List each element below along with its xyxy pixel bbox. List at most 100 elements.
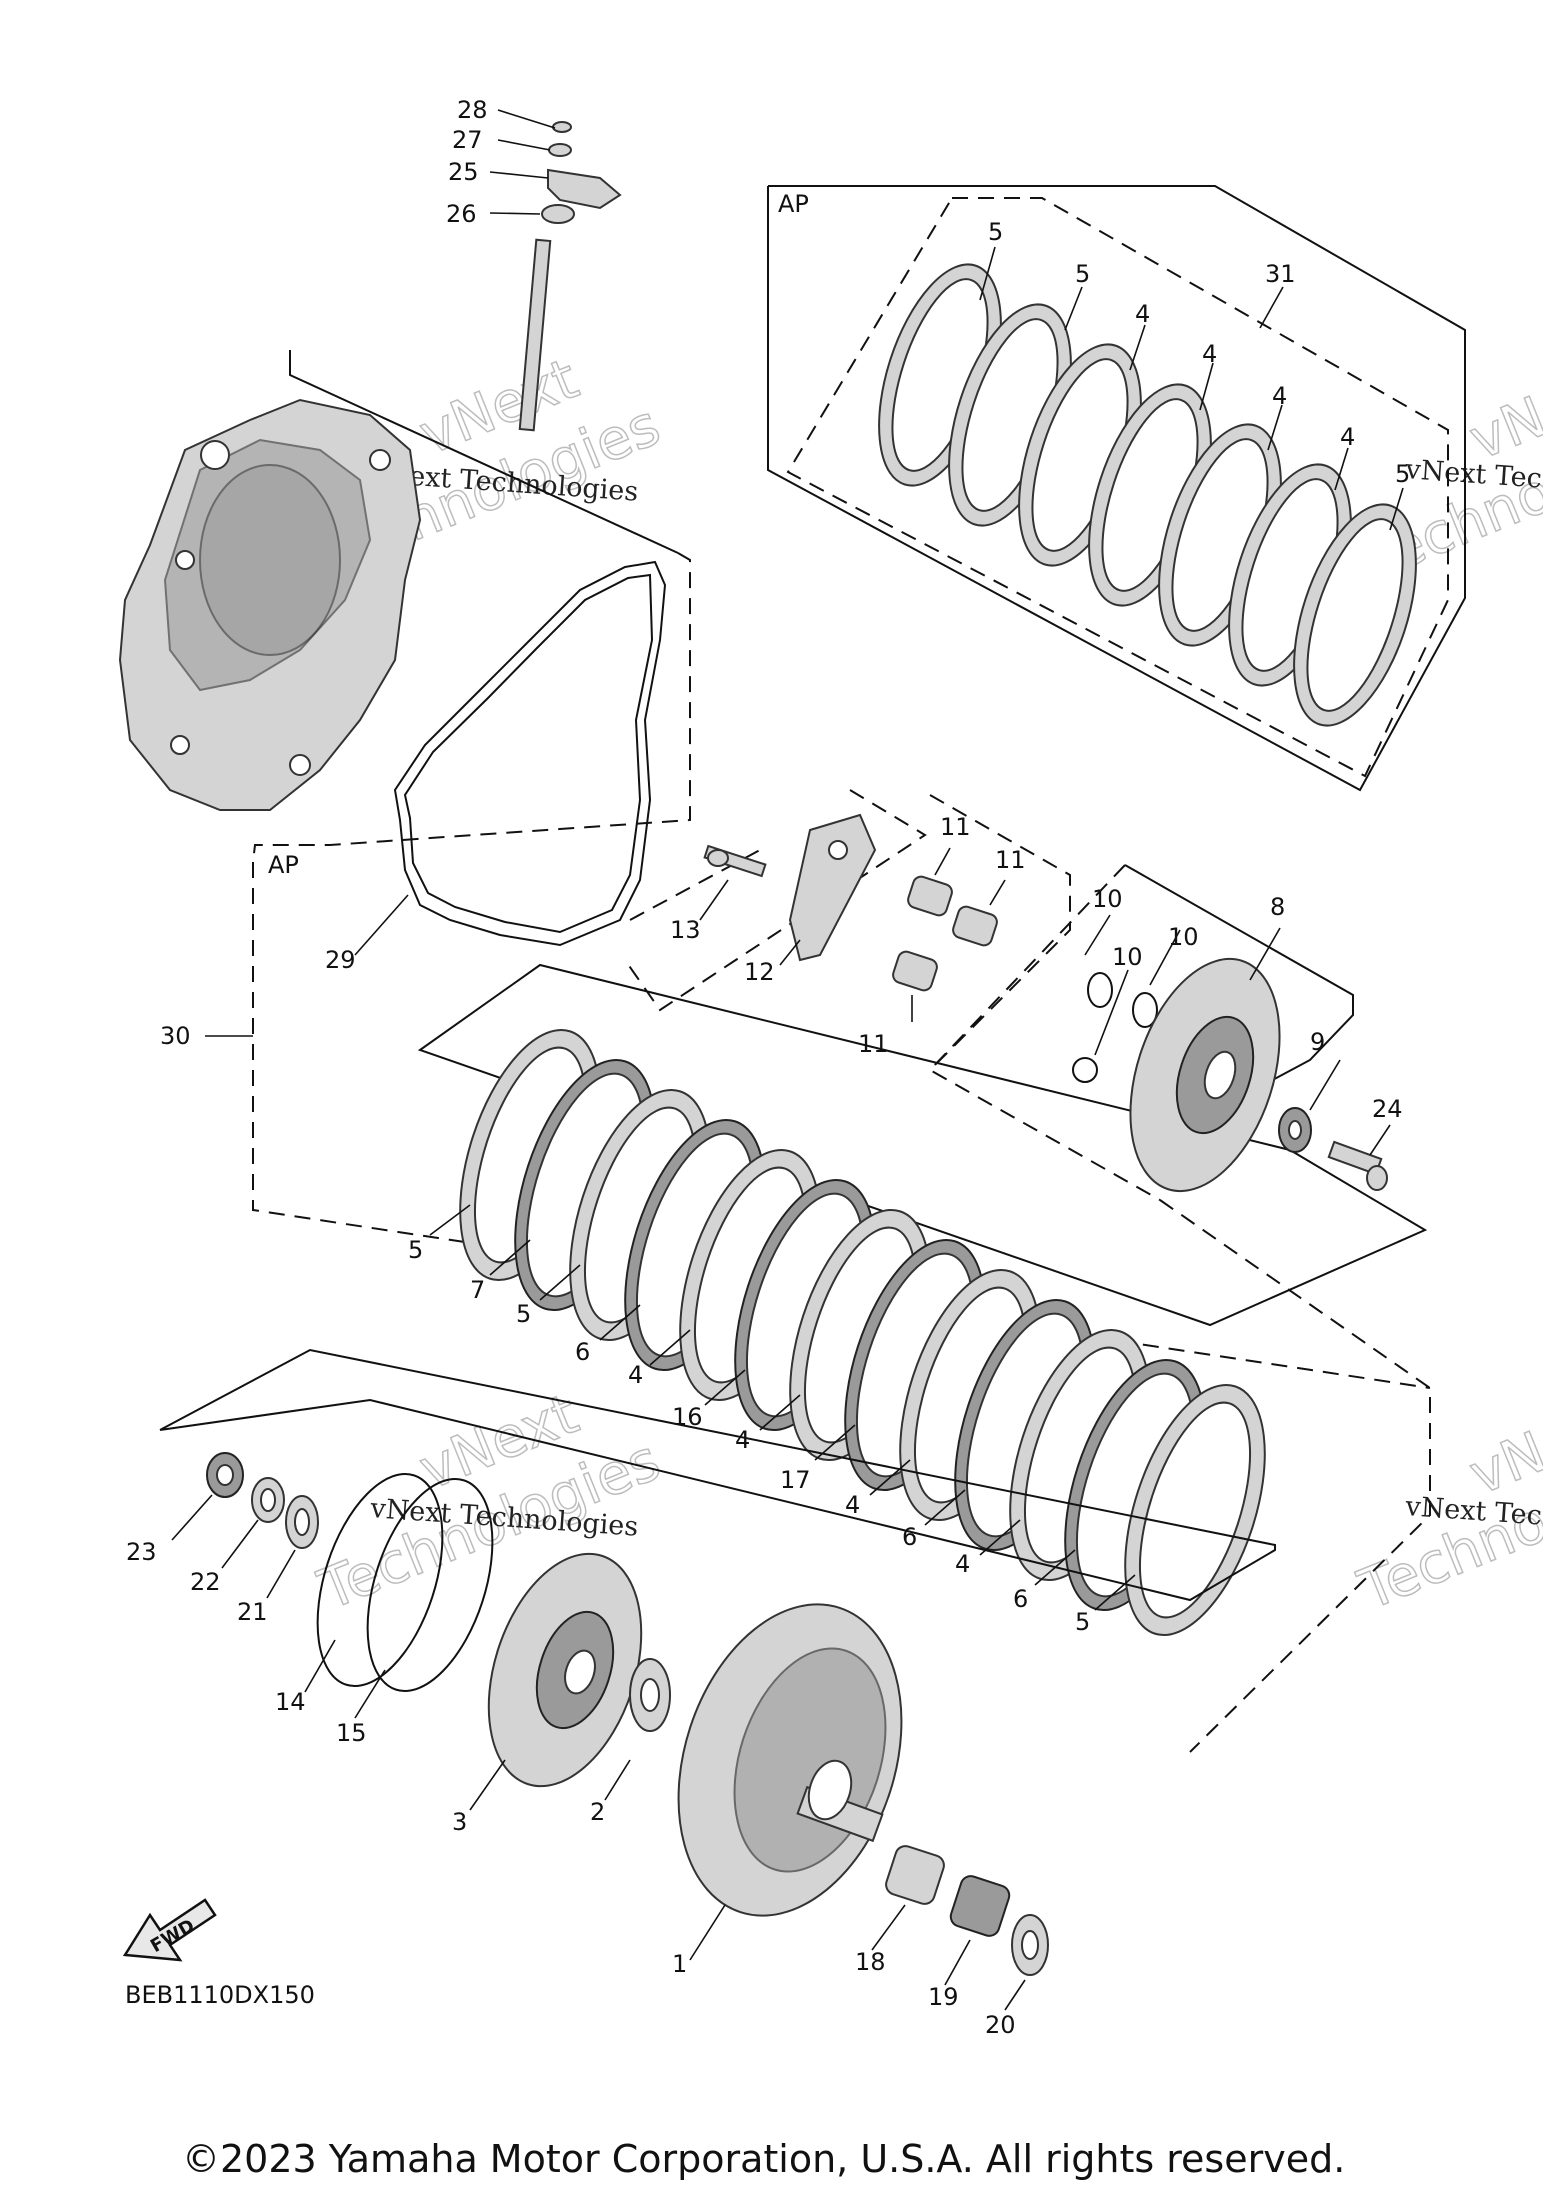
ap-tag-kit: AP [778, 190, 809, 218]
clutch-cover [118, 398, 422, 811]
callout-9: 9 [1310, 1028, 1325, 1056]
callout-17: 17 [780, 1466, 811, 1494]
callout-18: 18 [855, 1948, 886, 1976]
callout-5: 5 [1395, 460, 1410, 488]
leader-28 [497, 109, 556, 129]
gasket [393, 560, 667, 947]
judder-spring [316, 1473, 444, 1687]
watermark-bottom-right: vNext Techno vNext Tec [1349, 1386, 1543, 1624]
copyright-notice: ©2023 Yamaha Motor Corporation, U.S.A. A… [182, 2137, 1345, 2181]
callout-6: 6 [1013, 1585, 1028, 1613]
leader-24 [1369, 1124, 1391, 1156]
cover-bracket-top [289, 350, 679, 554]
main-clutch-plates [459, 1028, 1266, 1637]
kit-31-plates [878, 263, 1417, 727]
leader-25 [489, 171, 549, 179]
drawing-code: BEB1110DX150 [125, 1981, 315, 2009]
pressure-plate [1129, 957, 1281, 1193]
needle-bearing [949, 1875, 1011, 1937]
leader-1 [689, 1904, 726, 1961]
callout-21: 21 [237, 1598, 268, 1626]
lower-bracket [159, 1348, 1276, 1602]
callout-11: 11 [858, 1030, 889, 1058]
leader-18 [871, 1904, 906, 1951]
callout-5: 5 [408, 1236, 423, 1264]
callout-20: 20 [985, 2011, 1016, 2039]
clutch-housing [677, 1603, 903, 1917]
leader-9 [1309, 1059, 1341, 1111]
o-rings [1072, 972, 1158, 1083]
leader-10b [1149, 929, 1181, 986]
leader-19 [944, 1939, 971, 1986]
callout-1: 1 [672, 1950, 687, 1978]
spring-seat [366, 1478, 494, 1692]
callout-8: 8 [1270, 893, 1285, 921]
bracket-11-12 [624, 789, 927, 1012]
leader-13 [699, 879, 729, 921]
callout-4: 4 [735, 1426, 750, 1454]
bracket-11-springs [929, 794, 1071, 1071]
callout-11: 11 [995, 846, 1026, 874]
callout-6: 6 [902, 1523, 917, 1551]
pressure-bolt [1327, 1140, 1388, 1191]
callout-4: 4 [1202, 340, 1217, 368]
kit-31-leaders [979, 246, 1404, 531]
bolt [703, 844, 767, 878]
watermark-line-cut: vNext Tec [1404, 454, 1543, 495]
callout-4: 4 [1340, 423, 1355, 451]
callout-25: 25 [448, 158, 479, 186]
callout-22: 22 [190, 1568, 221, 1596]
leader-10c [1094, 969, 1129, 1056]
ap-tag-cover: AP [268, 851, 299, 879]
callout-15: 15 [336, 1719, 367, 1747]
kit-31-inner [786, 197, 1449, 778]
leader-14 [304, 1639, 336, 1693]
leader-20 [1004, 1979, 1026, 2011]
callout-5: 5 [1075, 260, 1090, 288]
leader-21 [266, 1549, 296, 1599]
main-stack-right-dash [1159, 1199, 1431, 1753]
clutch-boss [487, 1552, 643, 1788]
callout-29: 29 [325, 946, 356, 974]
clutch-springs [892, 875, 998, 992]
fwd-arrow-icon: FWD [122, 1898, 217, 1962]
callout-24: 24 [1372, 1095, 1403, 1123]
retainer-plate [788, 813, 877, 962]
leader-22 [221, 1519, 259, 1569]
leader-11b [989, 879, 1006, 906]
callout-11: 11 [940, 813, 971, 841]
callout-5: 5 [1075, 1608, 1090, 1636]
callout-26: 26 [446, 200, 477, 228]
callout-4: 4 [628, 1361, 643, 1389]
callout-16: 16 [672, 1403, 703, 1431]
callout-28: 28 [457, 96, 488, 124]
collar [885, 1845, 945, 1905]
callout-6: 6 [575, 1338, 590, 1366]
leader-31 [1259, 286, 1284, 329]
callout-5: 5 [988, 218, 1003, 246]
callout-3: 3 [452, 1808, 467, 1836]
callout-7: 7 [470, 1276, 485, 1304]
callout-10: 10 [1168, 923, 1199, 951]
leader-10a [1084, 914, 1111, 956]
leader-15 [354, 1669, 386, 1719]
callout-27: 27 [452, 126, 483, 154]
leader-3 [469, 1759, 506, 1811]
callout-4: 4 [955, 1550, 970, 1578]
gasket-inner [403, 573, 654, 934]
leader-27 [497, 139, 551, 151]
kit-31-outer [767, 185, 1466, 792]
leader-11a [934, 847, 951, 876]
callout-4: 4 [1272, 382, 1287, 410]
leader-8 [1249, 927, 1281, 981]
callout-numbers: 1 2 3 4 4 4 4 4 4 4 4 5 5 5 5 5 5 6 6 6 … [126, 96, 1410, 2039]
leader-23 [171, 1494, 213, 1541]
leader-26 [489, 212, 541, 215]
callout-23: 23 [126, 1538, 157, 1566]
leader-29 [354, 894, 409, 956]
leader-12 [779, 939, 801, 966]
callout-14: 14 [275, 1688, 306, 1716]
callout-31: 31 [1265, 260, 1296, 288]
callout-2: 2 [590, 1798, 605, 1826]
